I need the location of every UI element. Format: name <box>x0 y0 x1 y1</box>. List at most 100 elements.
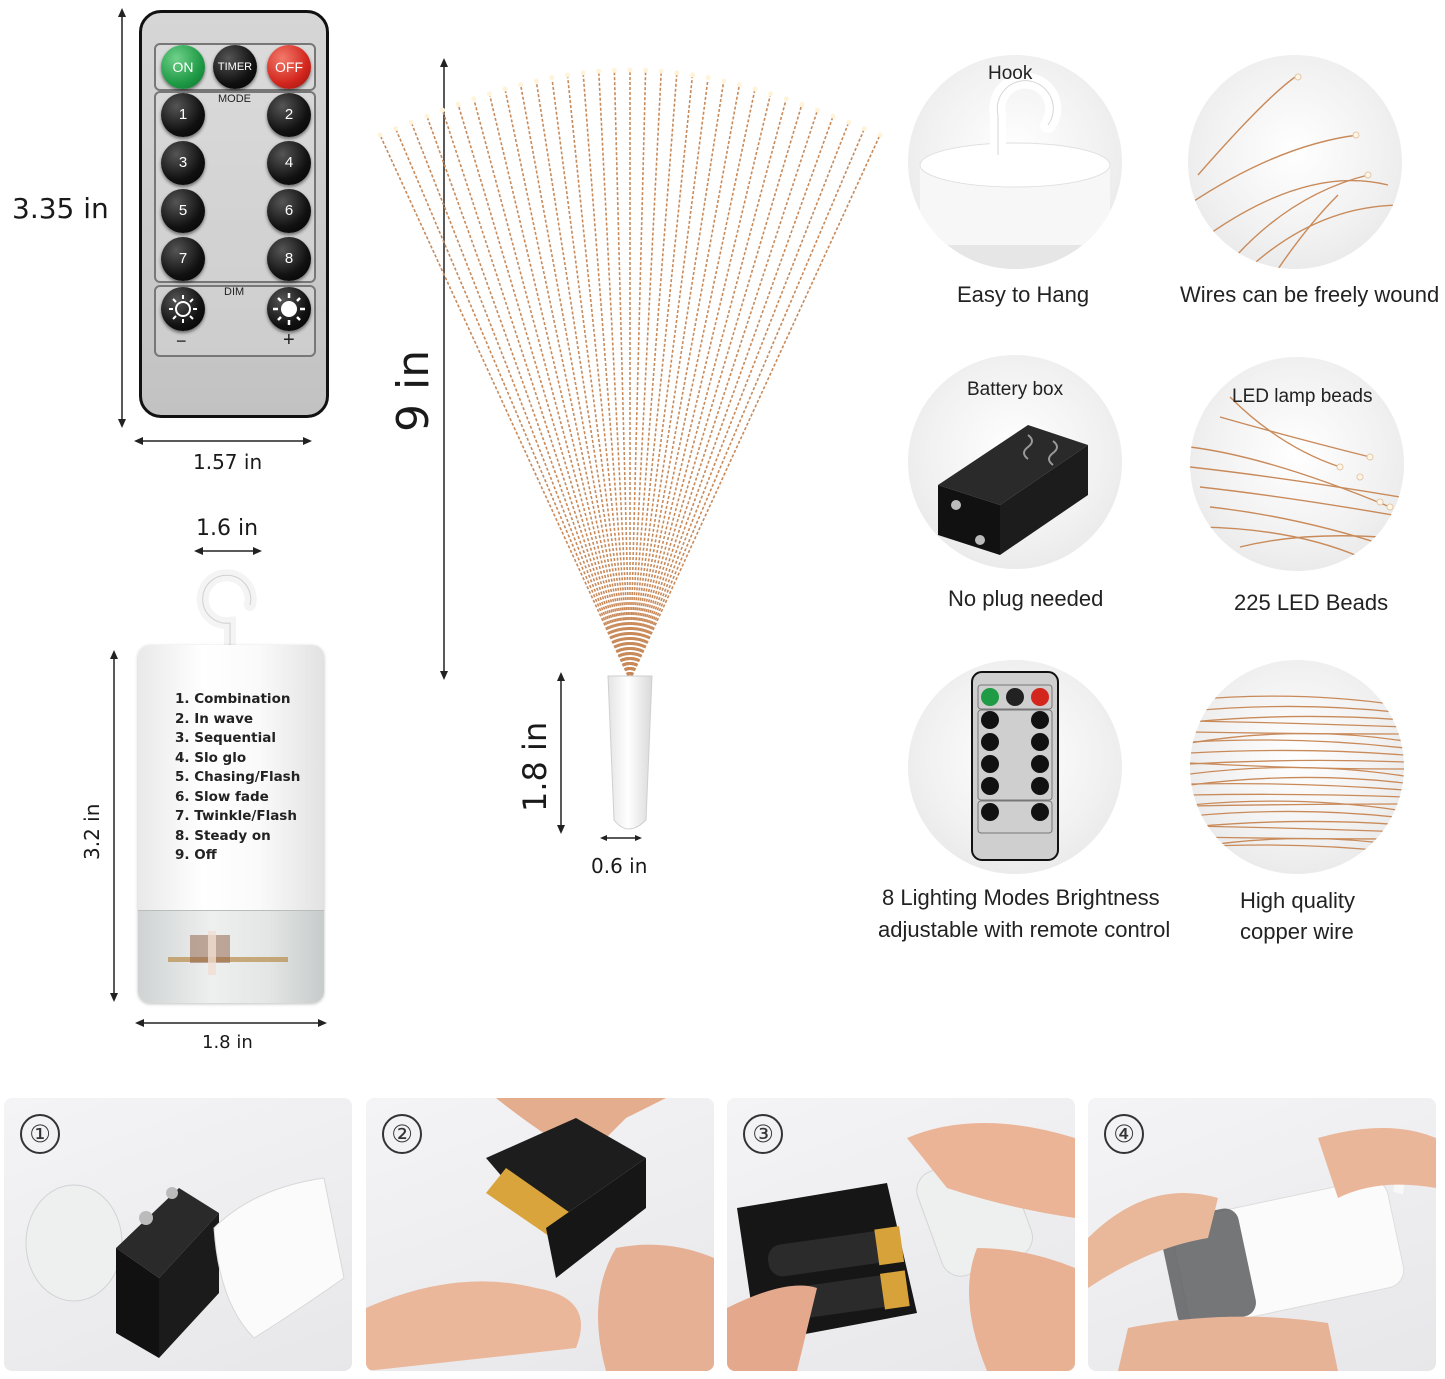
minus-label: − <box>176 331 187 351</box>
copper-wire <box>629 72 678 680</box>
mode-2-button: 2 <box>267 93 311 137</box>
copper-wire <box>1190 782 1404 791</box>
feature-caption: No plug needed <box>948 586 1104 611</box>
battery-inner-label: Battery box <box>967 379 1064 400</box>
copper-wire <box>504 88 631 680</box>
cap-width-label: 1.6 in <box>196 516 259 541</box>
copper-wire <box>1190 715 1404 723</box>
mode-item: 5. Chasing/Flash <box>175 769 301 785</box>
mode-item: 8. Steady on <box>175 827 271 844</box>
feature-caption: copper wire <box>1240 919 1354 944</box>
led-bead <box>549 75 555 81</box>
feature-caption: adjustable with remote control <box>878 917 1171 942</box>
copper-wire <box>629 88 756 680</box>
copper-wire <box>629 134 881 680</box>
led-bead <box>533 78 539 84</box>
remote-width-label: 1.57 in <box>193 450 263 474</box>
led-bead <box>643 67 649 73</box>
led-bead <box>861 126 867 132</box>
on-button: ON <box>161 45 205 89</box>
fan-height-dimension <box>440 58 448 680</box>
tube-width-label: 0.6 in <box>591 854 648 878</box>
led-bead <box>705 75 711 81</box>
led-bead <box>721 78 727 84</box>
led-bead <box>377 132 383 138</box>
tube-height-label: 1.8 in <box>516 721 554 812</box>
copper-wire <box>441 109 631 680</box>
timer-button: TIMER <box>213 45 257 89</box>
hook-feature-image <box>908 55 1122 269</box>
mode-item: 1. Combination <box>175 691 291 707</box>
hook-icon <box>196 569 257 653</box>
copper-wire <box>488 93 631 680</box>
led-bead <box>815 107 820 113</box>
led-bead <box>830 113 836 119</box>
battery-feature-image <box>908 355 1122 569</box>
copper-wire <box>472 98 631 680</box>
mode-item: 9. Off <box>175 847 217 863</box>
feature-caption: 8 Lighting Modes Brightness <box>882 885 1160 910</box>
plus-label: + <box>283 329 295 351</box>
copper-wire <box>457 104 631 680</box>
led-bead <box>440 107 445 113</box>
copper-wire <box>629 70 647 680</box>
led-bead <box>877 132 883 138</box>
step-number: ④ <box>1104 1114 1144 1154</box>
copper-wire <box>1190 720 1404 728</box>
copper-wire <box>629 93 772 680</box>
led-bead <box>424 113 430 119</box>
remote-height-label: 3.35 in <box>12 192 109 225</box>
led-beads-feature-image <box>1190 357 1404 571</box>
dim-down-icon <box>161 287 205 331</box>
wire-feature-image <box>1188 55 1402 269</box>
step-number: ① <box>20 1114 60 1154</box>
copper-wire <box>519 84 631 680</box>
led-bead <box>752 86 758 92</box>
copper-wire <box>629 77 709 680</box>
mode-label: MODE <box>218 93 251 105</box>
copper-wire <box>1190 800 1404 812</box>
remote-width-dimension <box>134 437 312 445</box>
remote-control: ON TIMER OFF MODE 1 2 3 4 5 6 7 8 DIM − … <box>139 10 329 418</box>
step-1-panel: ① <box>4 1098 352 1371</box>
copper-wire <box>613 70 631 680</box>
copper-wire <box>1190 820 1404 828</box>
copper-wire <box>629 71 663 680</box>
copper-wire-fan <box>377 67 883 680</box>
mode-item: 3. Sequential <box>175 730 276 746</box>
led-bead <box>502 86 508 92</box>
copper-wire <box>1190 803 1404 807</box>
copper-wire <box>426 115 631 680</box>
copper-wire <box>629 80 725 680</box>
mode-item: 4. Slo glo <box>175 749 247 766</box>
copper-wire <box>629 115 834 680</box>
copper-wire <box>1190 766 1404 777</box>
led-bead <box>690 72 695 78</box>
cap-width-dimension <box>194 547 262 555</box>
copper-wire <box>551 77 631 680</box>
box-width-dimension <box>135 1019 327 1027</box>
dim-label: DIM <box>224 286 245 298</box>
mode-1-button: 1 <box>161 93 205 137</box>
led-bead <box>408 119 414 125</box>
copper-wire <box>1190 825 1404 833</box>
led-bead <box>455 101 461 107</box>
feature-caption: High quality <box>1240 888 1355 913</box>
led-bead <box>768 91 774 97</box>
battery-box: 1. Combination 2. In wave 3. Sequential … <box>138 645 324 1003</box>
copper-wire <box>1190 810 1404 819</box>
copper-wire <box>410 122 631 680</box>
mode-4-button: 4 <box>267 141 311 185</box>
copper-wire <box>1190 695 1404 707</box>
feature-caption: Wires can be freely wound <box>1180 282 1440 307</box>
led-bead <box>627 67 633 73</box>
off-button: OFF <box>267 45 311 89</box>
led-bead <box>658 68 664 74</box>
remote-feature-image <box>908 660 1122 874</box>
copper-wire <box>629 84 741 680</box>
copper-wire <box>1190 749 1404 756</box>
led-bead <box>580 70 586 76</box>
copper-wire <box>597 71 631 680</box>
led-bead <box>611 67 617 73</box>
copper-wire <box>535 80 631 680</box>
